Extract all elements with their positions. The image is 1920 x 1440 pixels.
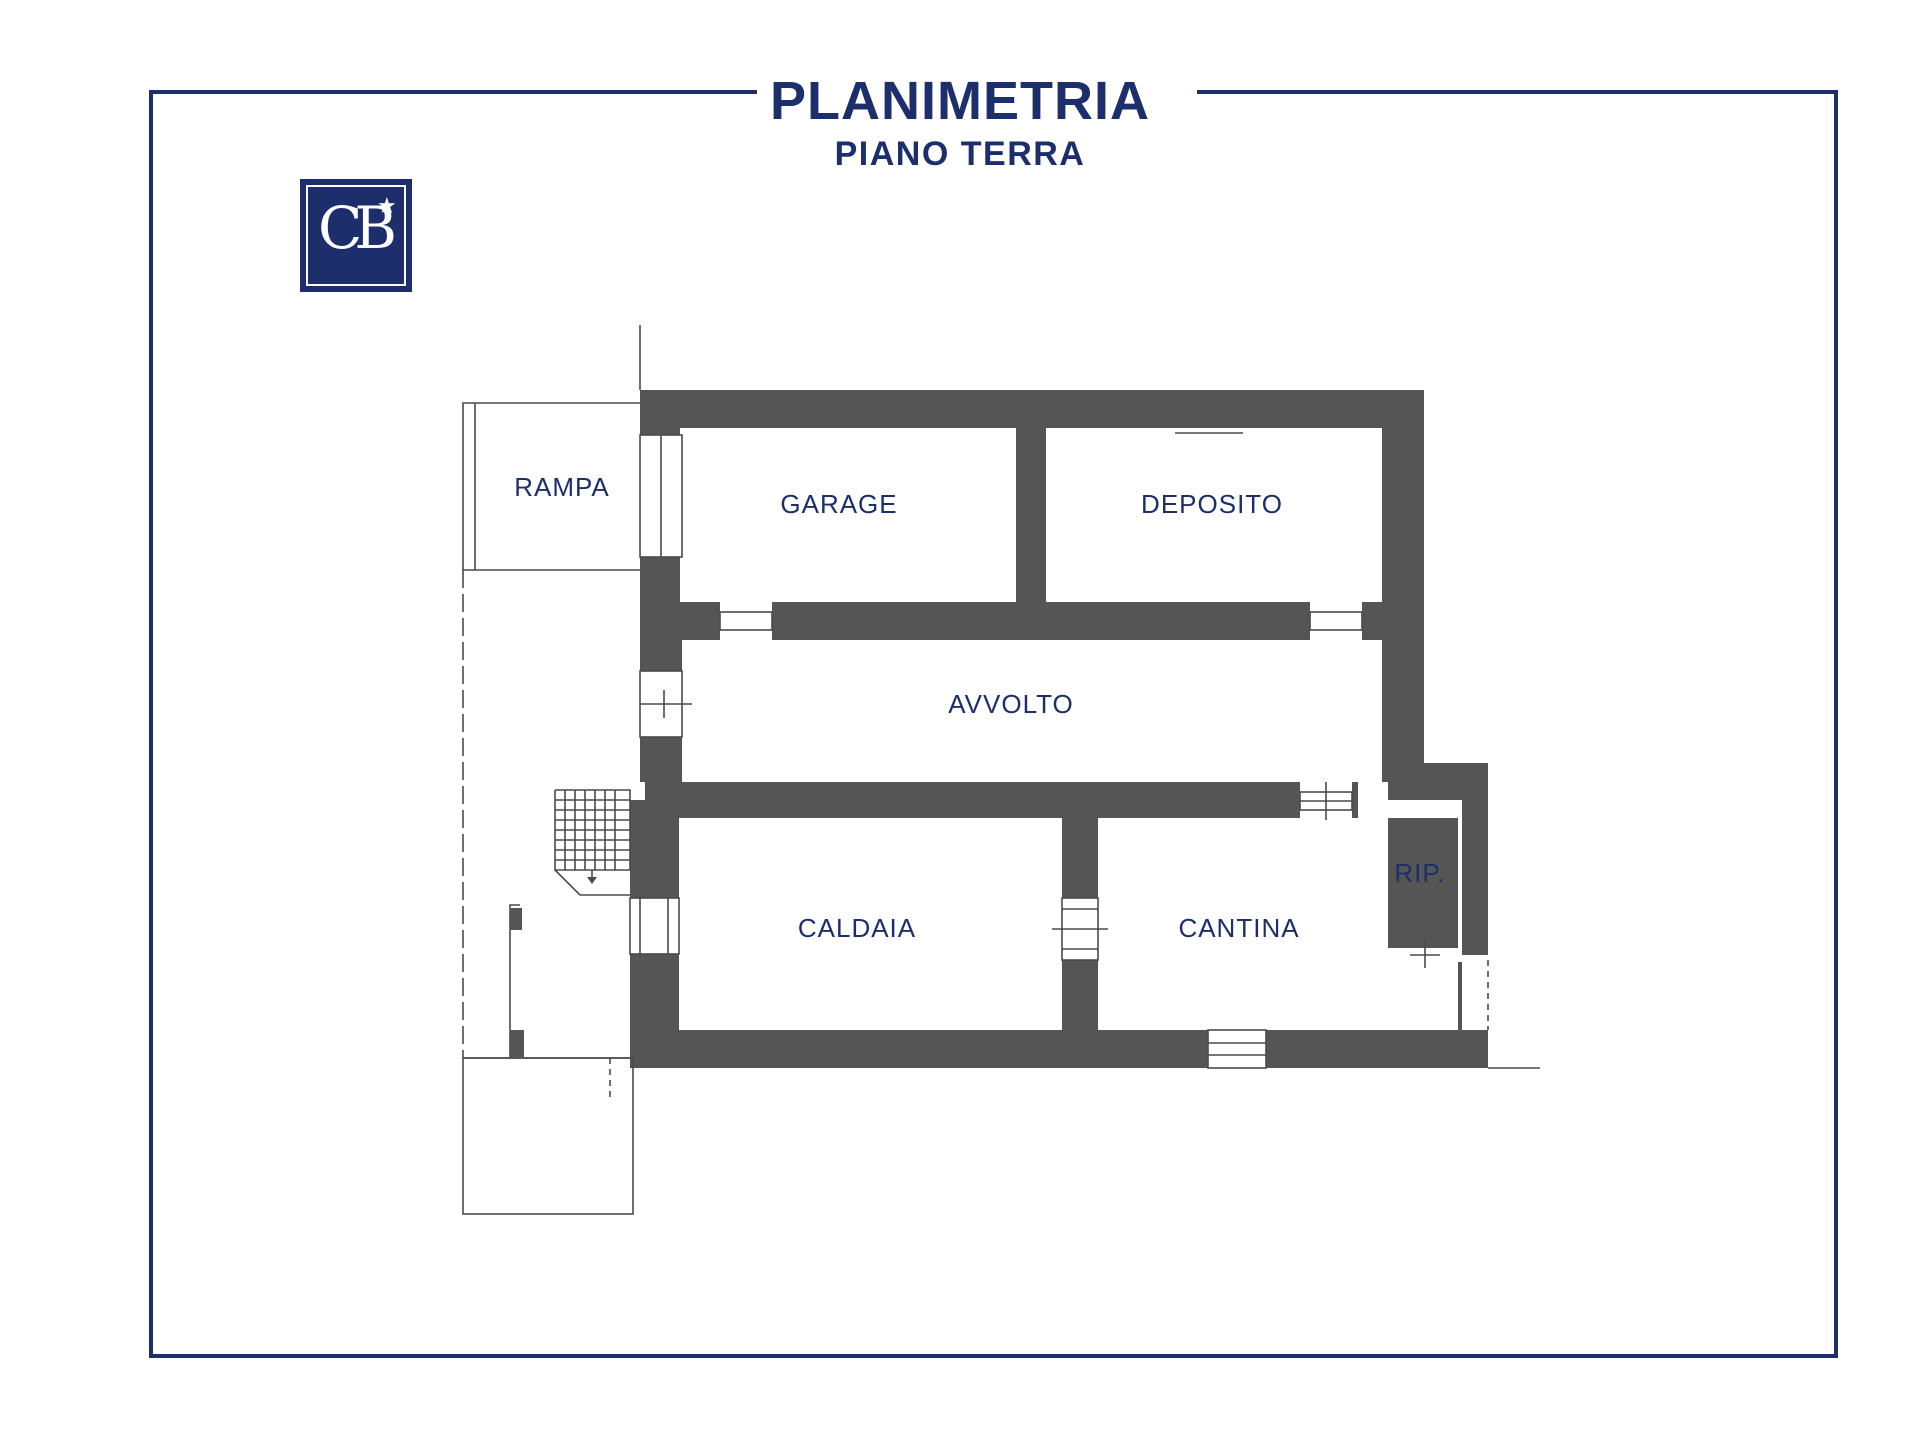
room-label-cantina: CANTINA [1178, 913, 1299, 943]
room-label-avvolto: AVVOLTO [948, 689, 1074, 719]
openings [630, 428, 1488, 1068]
room-label-rampa: RAMPA [514, 472, 610, 502]
logo-text: CB [318, 194, 397, 262]
star-icon: ★ [377, 193, 397, 218]
room-label-deposito: DEPOSITO [1141, 489, 1283, 519]
page-subtitle: PIANO TERRA [834, 135, 1086, 173]
room-label-caldaia: CALDAIA [798, 913, 916, 943]
walls [630, 390, 1488, 1068]
coldwell-banker-logo-icon: CB ★ [300, 179, 412, 292]
page-title: PLANIMETRIA [770, 71, 1150, 131]
room-label-ripostiglio: RIP. [1394, 858, 1445, 888]
plan-lines [462, 325, 1540, 1215]
room-label-garage: GARAGE [780, 489, 897, 519]
outer-wall-stubs [510, 908, 524, 1058]
